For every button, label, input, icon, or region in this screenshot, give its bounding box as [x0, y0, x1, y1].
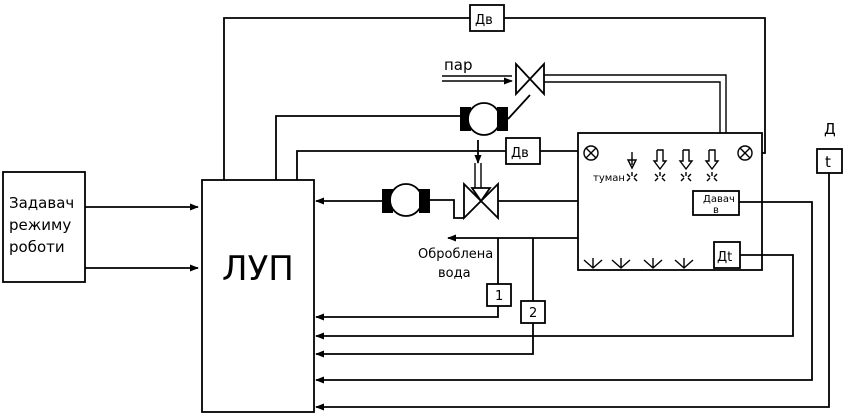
humidity-sensor-top-label: Дв: [475, 13, 493, 28]
treated-water-label-line1: Оброблена: [418, 247, 493, 262]
outside-temperature-sensor: t: [816, 148, 843, 174]
setter-label-line1: Задавач: [9, 194, 74, 212]
mode-setter-block: Задавач режиму роботи: [2, 171, 86, 283]
davach-label-line1: Давач: [703, 194, 735, 205]
flow-sensor-2-label: 2: [529, 306, 537, 321]
controller-block: ЛУП: [201, 179, 315, 413]
steam-actuator-linkage: [507, 94, 531, 120]
bottom-drain-arrows: [583, 258, 694, 269]
outside-sensor-signal: [315, 173, 830, 411]
water-valve-actuator: [382, 183, 430, 217]
setter-label-line3: роботи: [9, 238, 65, 256]
lamp-left-icon: [583, 145, 599, 161]
flow-sensor-1: 1: [486, 283, 512, 307]
water-actuator-linkage: [430, 199, 464, 219]
steam-valve-actuator: [460, 102, 508, 136]
steam-label: пар: [444, 56, 473, 74]
controller-label: ЛУП: [222, 249, 294, 289]
fog-label: туман: [593, 173, 625, 184]
mid-sensor-line: [296, 150, 506, 180]
flow-sensor-2-signal: [315, 323, 534, 358]
steam-nozzles: [626, 149, 720, 171]
davach-sensor: Давач в: [692, 190, 740, 216]
humidity-sensor-mid-label: Дв: [511, 146, 529, 161]
outside-temperature-sensor-label: t: [825, 153, 831, 171]
flow-sensor-1-signal: [315, 306, 499, 321]
treated-water-label-line2: вода: [438, 266, 471, 281]
lamp-right-icon: [737, 145, 753, 161]
controller-to-steam-actuator-line: [275, 115, 460, 180]
humidity-sensor-mid: Дв: [505, 137, 541, 165]
setter-label-line2: режиму: [9, 216, 71, 234]
temperature-sensor-label: Дt: [717, 250, 732, 265]
temperature-sensor: Дt: [713, 241, 741, 269]
davach-signal: [315, 201, 813, 384]
davach-label-line2: в: [713, 205, 719, 216]
temperature-sensor-signal: [315, 254, 794, 340]
outside-sensor-label: Д: [824, 120, 836, 138]
top-sensor-line-left: [223, 17, 470, 180]
spray-icons: [626, 172, 718, 182]
water-valve: [463, 181, 499, 221]
humidity-sensor-top: Дв: [469, 4, 505, 32]
flow-sensor-2: 2: [520, 300, 546, 324]
flow-sensor-1-label: 1: [495, 289, 503, 304]
steam-valve: [515, 61, 545, 97]
